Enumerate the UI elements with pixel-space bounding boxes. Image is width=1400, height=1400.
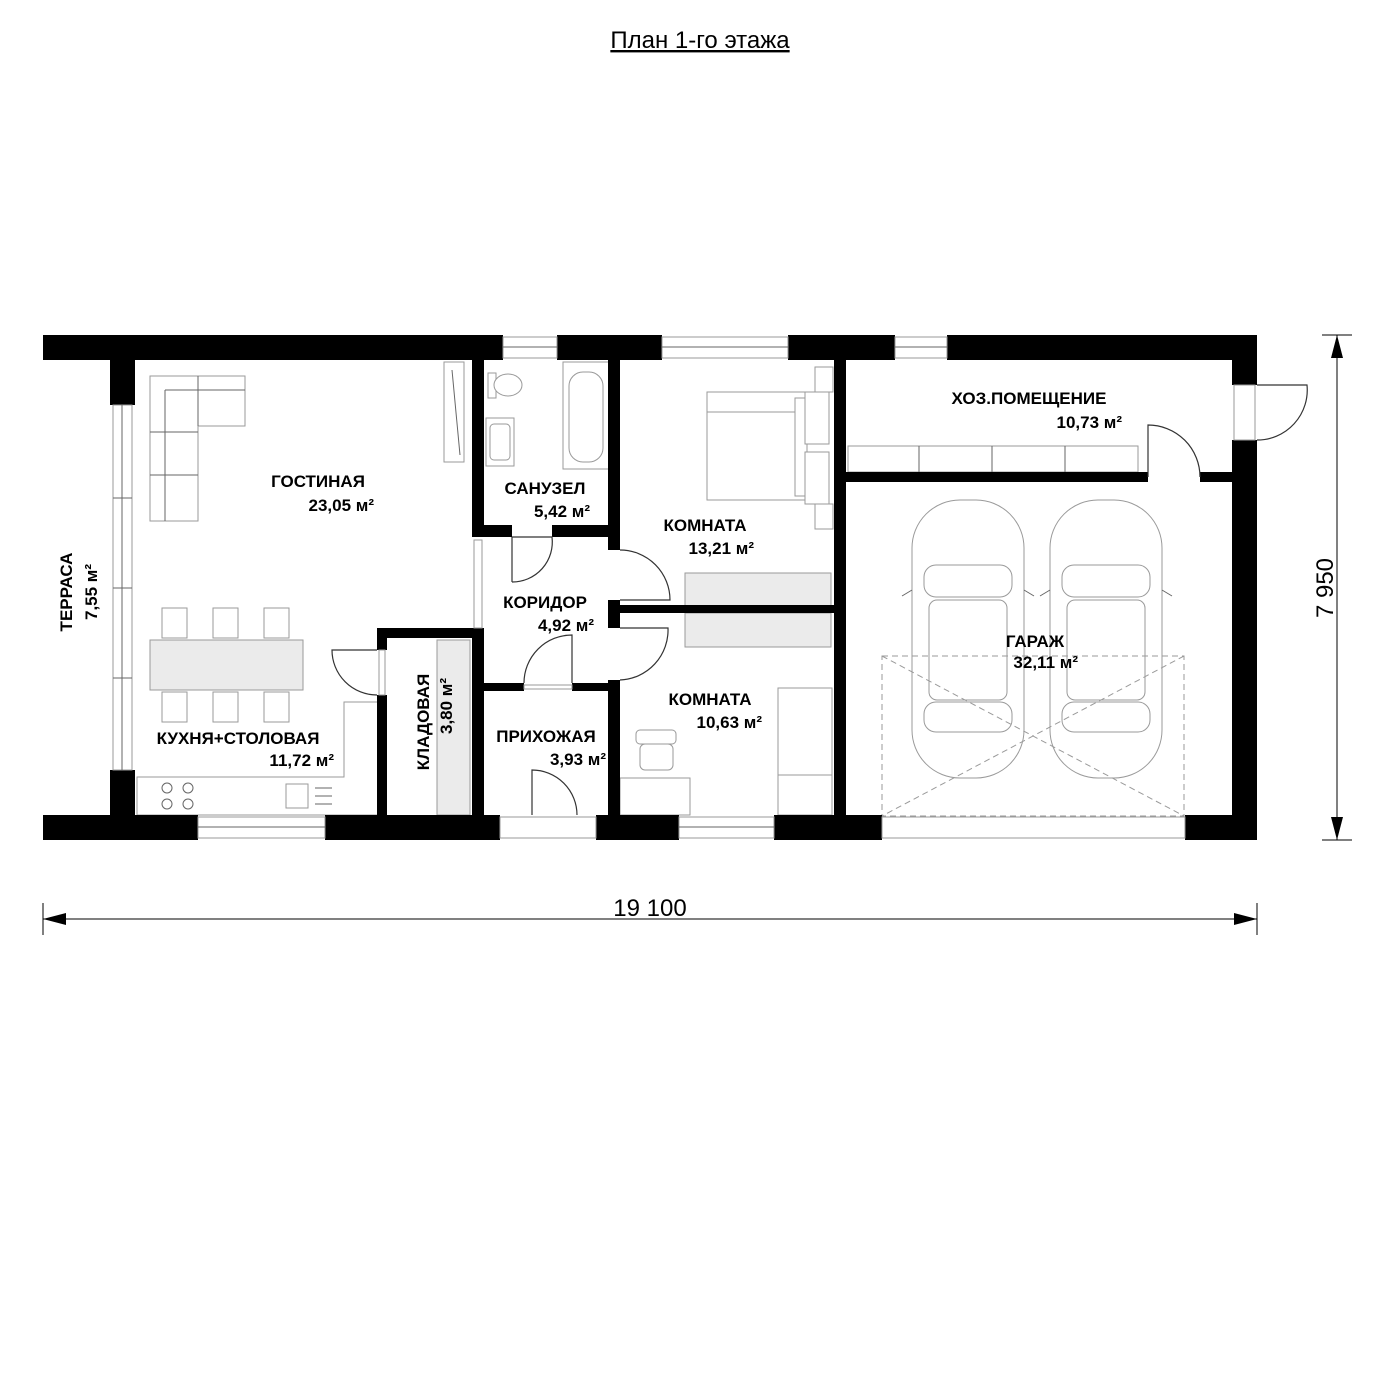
bathtub-icon	[562, 361, 610, 470]
room-area-bathroom: 5,42 м²	[534, 502, 590, 521]
entrance-door	[499, 816, 597, 839]
dimension-depth-label: 7 950	[1312, 558, 1339, 618]
bed-icon	[706, 366, 834, 530]
room-name-hall: ПРИХОЖАЯ	[496, 727, 596, 746]
door-swing-icon	[511, 536, 553, 583]
garage-gate	[881, 816, 1186, 839]
dimension-width: 19 100	[42, 895, 1258, 935]
room-area-corridor: 4,92 м²	[538, 616, 594, 635]
room-name-garage: ГАРАЖ	[1006, 632, 1065, 651]
garage-door-swing	[881, 655, 1185, 817]
wardrobe-icon	[684, 572, 832, 609]
car-icon	[1039, 499, 1173, 779]
utility-cabinets-icon	[847, 445, 1139, 473]
room-area-kitchen: 11,72 м²	[269, 751, 334, 770]
room-name-bedroom-2: КОМНАТА	[668, 690, 751, 709]
room-area-hall: 3,93 м²	[550, 750, 606, 769]
door-swing-icon	[331, 649, 378, 696]
room-name-terrace: ТЕРРАСА	[57, 553, 76, 632]
door-swing-icon	[523, 634, 573, 684]
plan-title: План 1-го этажа	[610, 27, 790, 54]
door-swing-icon	[619, 549, 671, 601]
desk-icon	[619, 687, 833, 816]
dining-table-icon	[149, 607, 304, 723]
door-swing-icon	[1256, 384, 1308, 441]
pantry-shelf-icon	[436, 639, 471, 816]
side-door	[1233, 384, 1256, 441]
wardrobe-icon	[684, 612, 832, 648]
room-name-bathroom: САНУЗЕЛ	[505, 479, 586, 498]
door-swing-icon	[531, 769, 578, 816]
chair-icon	[635, 729, 677, 771]
car-icon	[901, 499, 1035, 779]
room-area-living: 23,05 м²	[308, 496, 374, 515]
door-swing-icon	[619, 627, 669, 681]
room-area-bedroom-1: 13,21 м²	[688, 539, 754, 558]
room-name-corridor: КОРИДОР	[503, 593, 587, 612]
room-labels: ГОСТИНАЯ 23,05 м² КУХНЯ+СТОЛОВАЯ 11,72 м…	[57, 389, 1122, 770]
tv-stand-icon	[443, 361, 465, 463]
dimension-width-label: 19 100	[613, 895, 686, 922]
furniture	[136, 361, 1185, 817]
room-area-utility: 10,73 м²	[1056, 413, 1122, 432]
room-name-bedroom-1: КОМНАТА	[663, 516, 746, 535]
opening	[378, 649, 386, 696]
opening	[523, 684, 573, 690]
sofa-icon	[149, 375, 246, 522]
doors	[331, 384, 1308, 839]
door-swing-icon	[1147, 424, 1201, 478]
sink-icon	[485, 417, 515, 467]
walls	[43, 335, 1257, 840]
room-name-living: ГОСТИНАЯ	[271, 472, 365, 491]
room-name-utility: ХОЗ.ПОМЕЩЕНИЕ	[952, 389, 1107, 408]
toilet-icon	[487, 372, 523, 399]
room-area-terrace: 7,55 м²	[82, 564, 101, 620]
room-name-pantry: КЛАДОВАЯ	[414, 674, 433, 770]
room-name-kitchen: КУХНЯ+СТОЛОВАЯ	[157, 729, 320, 748]
opening	[473, 539, 483, 629]
windows	[112, 336, 1186, 839]
room-area-garage: 32,11 м²	[1013, 653, 1078, 672]
dimension-depth: 7 950	[1312, 334, 1352, 841]
room-area-bedroom-2: 10,63 м²	[696, 713, 762, 732]
room-area-pantry: 3,80 м²	[437, 678, 456, 734]
